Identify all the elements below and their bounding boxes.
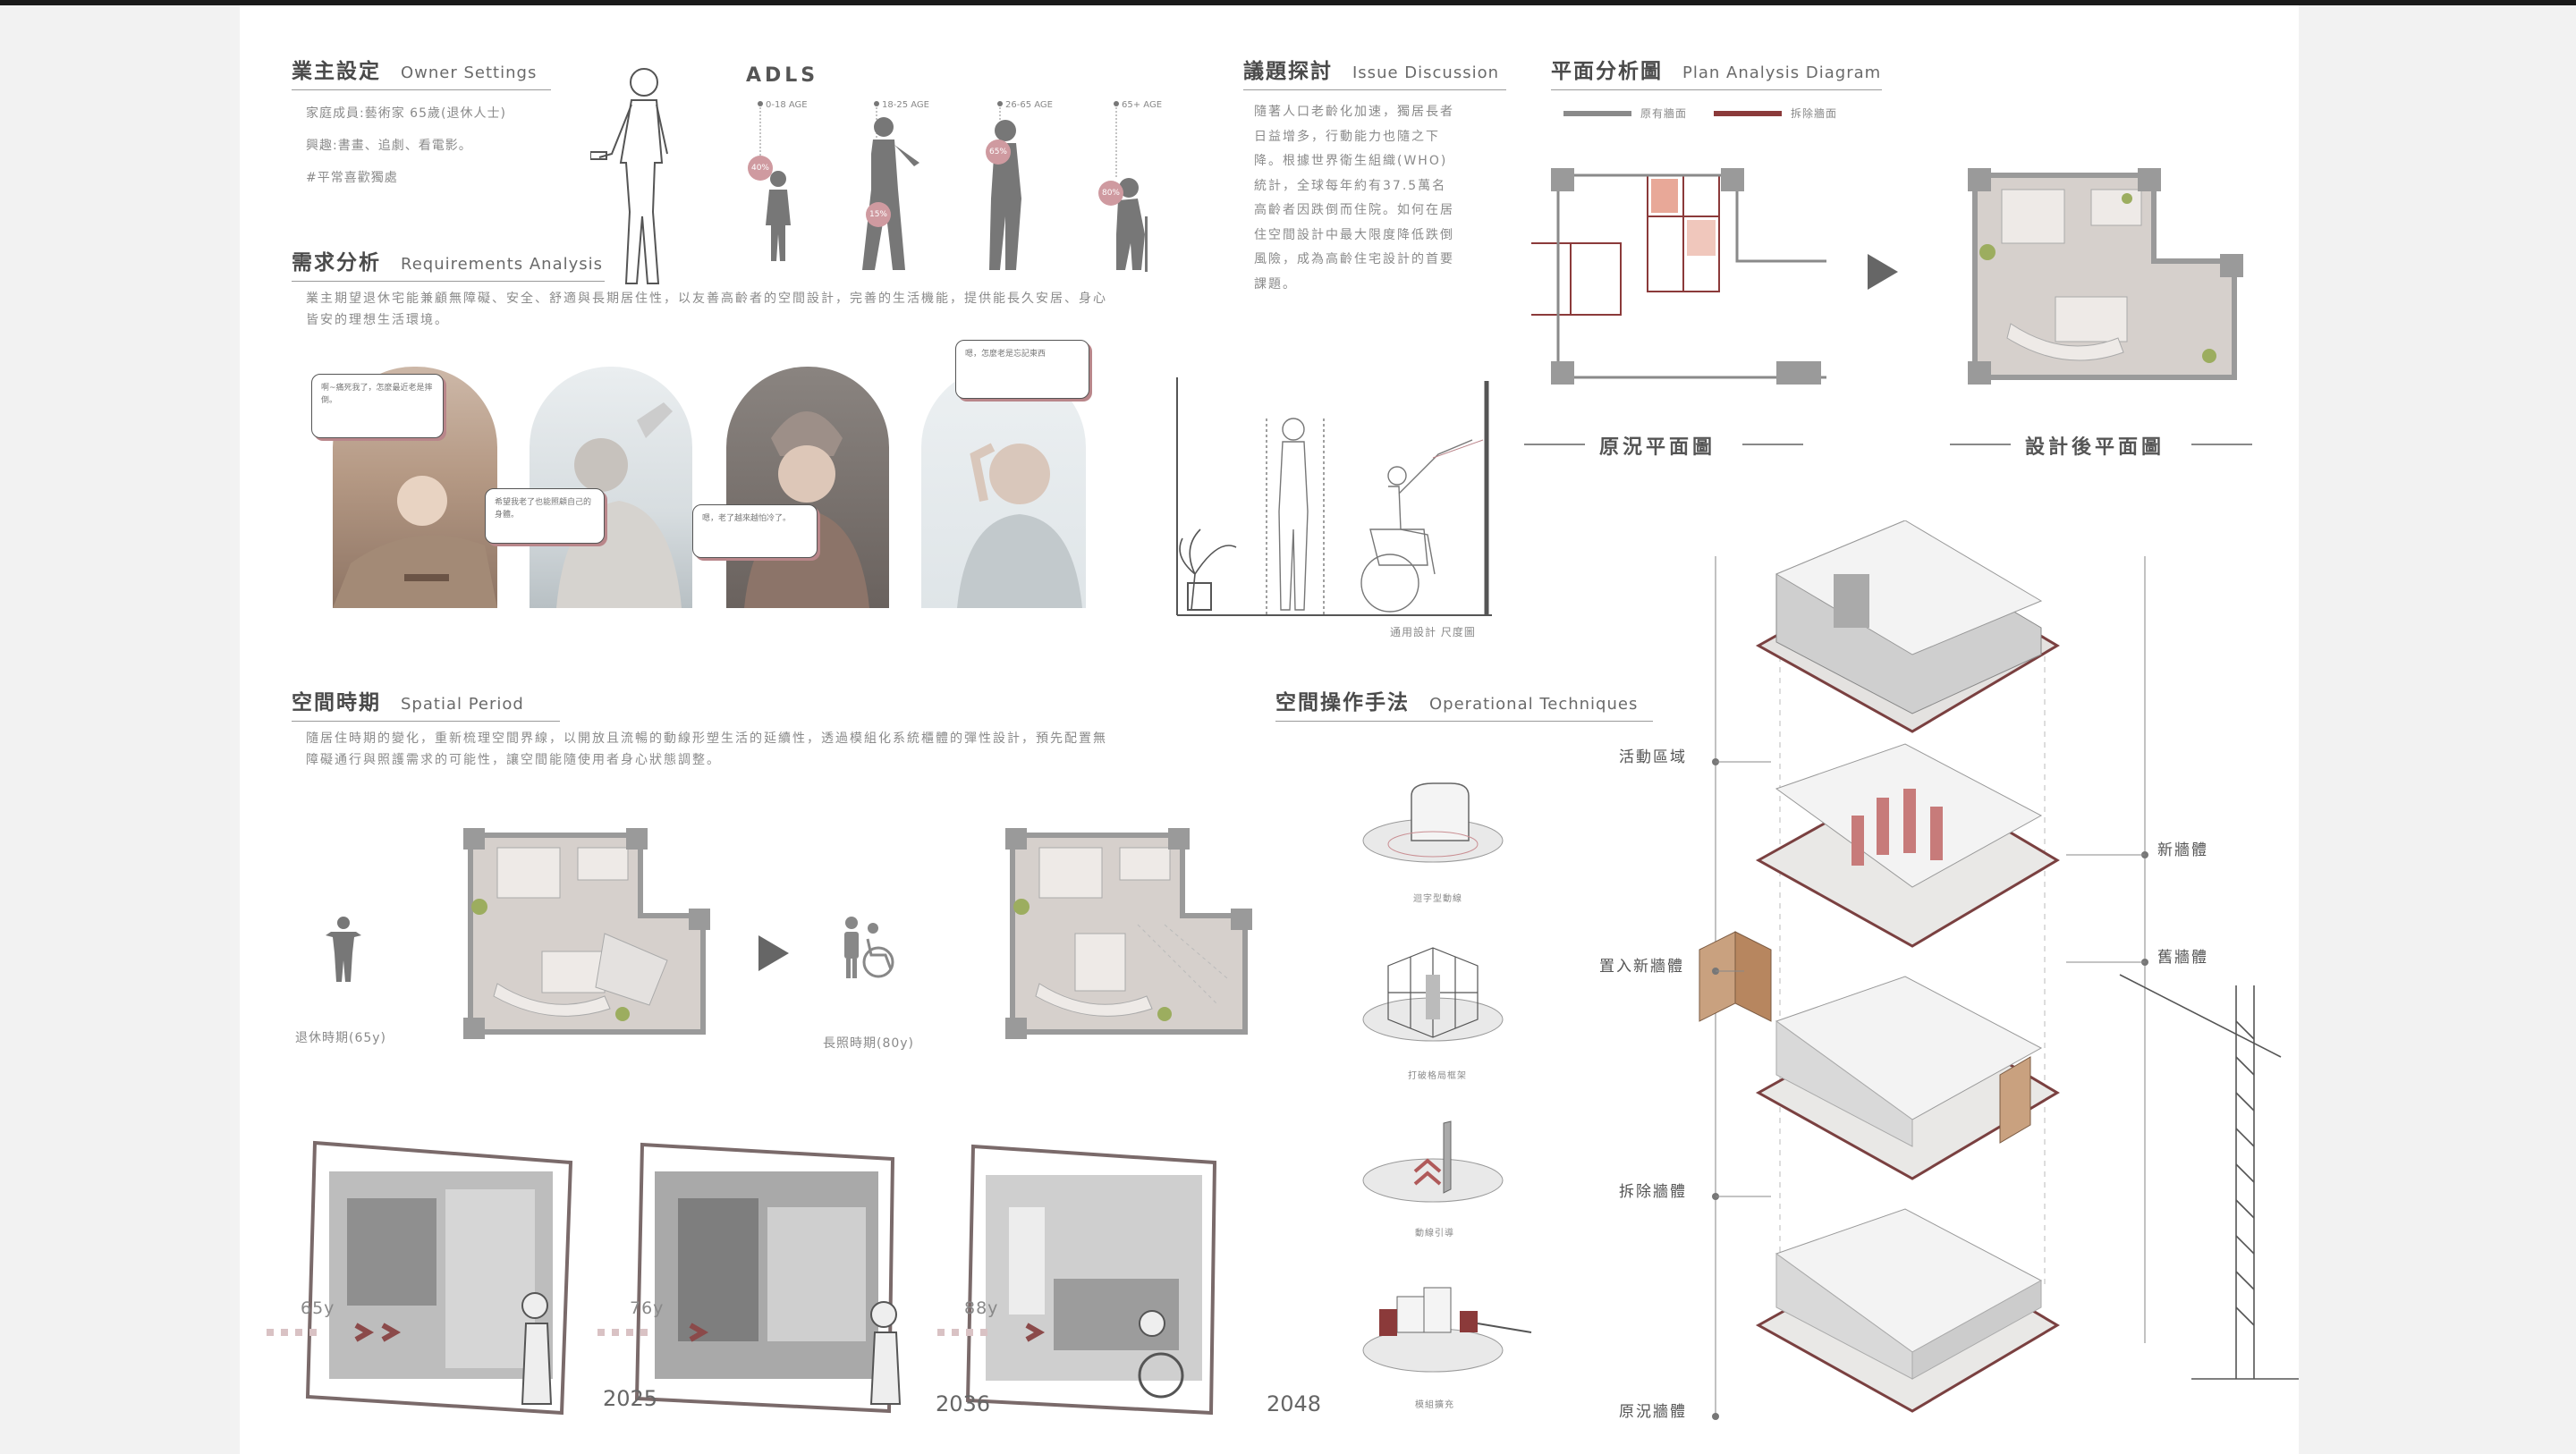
label-line-right-1 (1742, 444, 1803, 445)
bubble-cold: 嗯，老了越來越怕冷了。 (692, 504, 818, 558)
owner-line-1: 家庭成員:藝術家 65歲(退休人士) (306, 106, 506, 121)
top-bar (0, 0, 2576, 5)
adls-age-2: 26-65 AGE (1005, 100, 1053, 110)
timeline-age-2: 76y (630, 1298, 665, 1318)
legend-existing-label: 原有牆面 (1640, 107, 1688, 120)
axon-label-demolition: 拆除牆體 (1619, 1183, 1687, 1201)
timeline-year-3: 2048 (1267, 1391, 1322, 1416)
photo-forget (921, 367, 1086, 608)
adls-chip-3: 80% (1098, 181, 1123, 206)
owner-line-3: #平常喜歡獨處 (306, 171, 398, 185)
owner-settings-heading: 業主設定 Owner Settings (292, 54, 551, 90)
issue-title-zh: 議題探討 (1243, 60, 1333, 83)
issue-figure-caption: 通用設計 尺度圖 (1390, 626, 1476, 638)
requirements-heading: 需求分析 Requirements Analysis (292, 245, 605, 282)
spatial-title-zh: 空間時期 (292, 691, 381, 714)
issue-title-en: Issue Discussion (1352, 63, 1499, 82)
spatial-title-en: Spatial Period (401, 695, 524, 714)
plan-arrow-icon (1868, 254, 1898, 290)
standing-person-icon (326, 917, 361, 982)
render-frame-3 (965, 1144, 1217, 1416)
universal-design-figure (1176, 377, 1492, 616)
label-original-plan: 原況平面圖 (1599, 436, 1716, 459)
op-guide-icon (1362, 1120, 1504, 1203)
adls-title: ADLS (746, 64, 819, 87)
op-item-3-label: 動線引導 (1415, 1229, 1454, 1238)
render-frame-2 (634, 1142, 902, 1414)
op-item-1-label: 迴字型動線 (1413, 894, 1462, 904)
op-item-2-label: 打破格局框架 (1408, 1071, 1467, 1081)
timeline-renders (267, 1140, 1217, 1416)
label-line-right-2 (2191, 444, 2252, 445)
phase-longterm-label: 長照時期(80y) (823, 1036, 915, 1051)
spatial-heading: 空間時期 Spatial Period (292, 685, 560, 722)
axon-label-original: 原況牆體 (1619, 1403, 1687, 1421)
owner-title-zh: 業主設定 (292, 60, 381, 83)
adls-age-1: 18-25 AGE (882, 100, 929, 110)
owner-figure-icon (590, 68, 668, 284)
spatial-arrow-icon (758, 935, 789, 971)
timeline-year-2: 2036 (936, 1391, 991, 1416)
bubble-care: 希望我老了也能照顧自己的身體。 (485, 488, 605, 544)
original-floor-plan (1531, 168, 1826, 385)
adls-age-0: 0-18 AGE (766, 100, 808, 110)
axon-label-old-wall-right: 舊牆體 (2157, 949, 2208, 967)
label-line-left-2 (1950, 444, 2011, 445)
adls-figures: 0-18 AGE 18-25 AGE 26-65 AGE 65+ AGE (758, 100, 1162, 272)
operational-title-zh: 空間操作手法 (1275, 691, 1410, 714)
adls-age-3: 65+ AGE (1122, 100, 1162, 110)
wheelchair-icon (844, 917, 894, 978)
op-module-icon (1362, 1287, 1532, 1373)
designed-floor-plan (1968, 168, 2243, 385)
requirements-text: 業主期望退休宅能兼顧無障礙、安全、舒適與長期居住性，以友善高齡者的空間設計，完善… (306, 292, 1107, 327)
adls-chip-2: 65% (986, 139, 1011, 165)
owner-line-2: 興趣:書畫、追劇、看電影。 (306, 139, 472, 153)
design-board: 業主設定 Owner Settings 家庭成員:藝術家 65歲(退休人士) 興… (240, 5, 2299, 1454)
spatial-text: 隨居住時期的變化，重新梳理空間界線，以開放且流暢的動線形塑生活的延續性，透過模組… (306, 731, 1107, 767)
plan-title-en: Plan Analysis Diagram (1682, 63, 1882, 82)
operational-title-en: Operational Techniques (1429, 695, 1639, 714)
timeline-year-1: 2025 (603, 1386, 658, 1411)
label-line-left-1 (1524, 444, 1585, 445)
photo-cold (726, 367, 889, 608)
op-item-4-label: 模組擴充 (1415, 1400, 1454, 1410)
crane-icon (2119, 974, 2299, 1380)
retirement-plan (463, 828, 710, 1039)
legend-removed-swatch (1714, 111, 1782, 116)
render-frame-1 (305, 1140, 573, 1416)
issue-text: 隨著人口老齡化加速，獨居長者日益增多，行動能力也隨之下降。根據世界衛生組織(WH… (1254, 105, 1454, 292)
axon-layer-demolition (1699, 931, 2060, 1180)
operational-heading: 空間操作手法 Operational Techniques (1275, 685, 1653, 722)
axon-label-activity: 活動區域 (1619, 748, 1687, 766)
requirements-title-en: Requirements Analysis (401, 255, 604, 274)
axon-layer-original (1755, 1208, 2060, 1413)
op-grid-icon (1362, 947, 1504, 1042)
axon-label-new-walls: 置入新牆體 (1599, 958, 1684, 976)
label-designed-plan: 設計後平面圖 (2025, 436, 2165, 459)
photo-window (530, 367, 692, 608)
legend-existing-swatch (1563, 111, 1631, 116)
owner-title-en: Owner Settings (401, 63, 538, 82)
longterm-care-plan (1005, 828, 1252, 1039)
axon-layer-activity (1755, 520, 2060, 733)
timeline-age-3: 88y (964, 1298, 999, 1318)
phase-retirement-label: 退休時期(65y) (295, 1031, 387, 1045)
requirements-title-zh: 需求分析 (292, 251, 381, 275)
plan-title-zh: 平面分析圖 (1551, 60, 1663, 83)
exploded-axon (1699, 520, 2299, 1420)
operational-icons (1362, 782, 1532, 1373)
issue-heading: 議題探討 Issue Discussion (1243, 54, 1506, 90)
axon-layer-new-walls (1755, 743, 2060, 948)
axon-label-new-wall-right: 新牆體 (2157, 841, 2208, 859)
bubble-fall: 啊~痛死我了，怎麼最近老是摔倒。 (311, 374, 444, 438)
bubble-forget: 嗯，怎麼老是忘記東西 (955, 340, 1089, 399)
legend-removed-label: 拆除牆面 (1791, 107, 1838, 120)
timeline-age-1: 65y (301, 1298, 335, 1318)
adls-chip-0: 40% (748, 156, 773, 181)
adls-chip-1: 15% (866, 202, 891, 227)
op-loop-icon (1362, 782, 1504, 863)
plan-analysis-heading: 平面分析圖 Plan Analysis Diagram (1551, 54, 1882, 90)
